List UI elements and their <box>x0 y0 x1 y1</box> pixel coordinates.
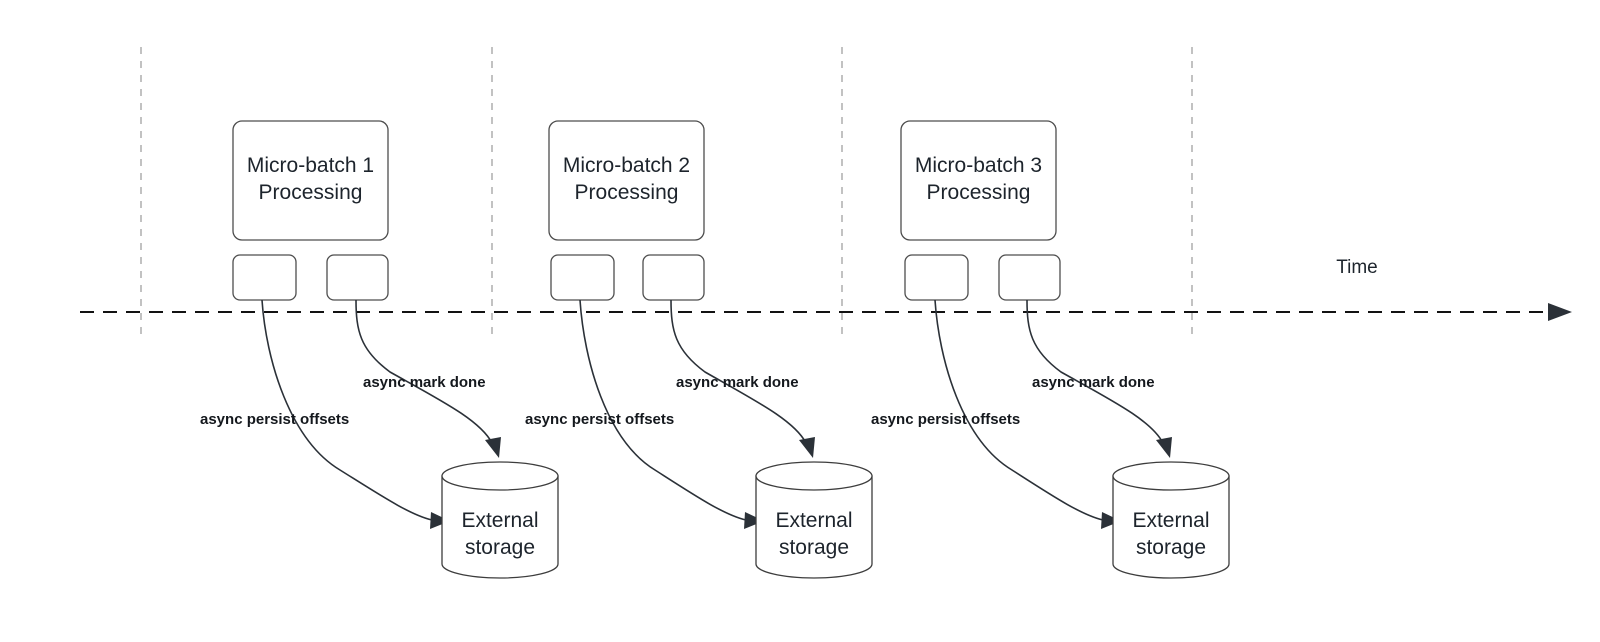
micro-batch-2-external-storage[interactable]: External storage <box>755 461 873 579</box>
micro-batch-3-persist-arrowhead <box>1101 512 1121 529</box>
time-axis-arrowhead <box>1548 303 1572 321</box>
micro-batch-2-task-a[interactable] <box>550 254 615 301</box>
micro-batch-3-label-line1: Micro-batch 3 <box>915 154 1042 177</box>
micro-batch-3-box[interactable] <box>900 120 1057 241</box>
external-storage-3-label-line2: storage <box>1136 536 1206 559</box>
external-storage-1-top <box>441 461 559 491</box>
micro-batch-3-external-storage[interactable]: External storage <box>1112 461 1230 579</box>
external-storage-3-label-line1: External <box>1132 509 1209 532</box>
micro-batch-2-persist-curve <box>579 299 747 521</box>
micro-batch-2-group: Micro-batch 2 Processing async persist o… <box>525 120 873 579</box>
external-storage-1-body <box>441 475 559 579</box>
micro-batch-1-task-b[interactable] <box>326 254 389 301</box>
micro-batch-1-external-storage[interactable]: External storage <box>441 461 559 579</box>
micro-batch-3-markdone-curve <box>1026 299 1164 444</box>
tick-lines-group <box>140 47 1193 337</box>
micro-batch-3-label-line2: Processing <box>927 181 1031 204</box>
time-axis-label: Time <box>1336 257 1378 278</box>
micro-batch-1-persist-label: async persist offsets <box>200 411 349 428</box>
micro-batch-1-markdone-label: async mark done <box>363 374 486 391</box>
external-storage-3-top <box>1112 461 1230 491</box>
external-storage-1-label-line1: External <box>461 509 538 532</box>
external-storage-3-body <box>1112 475 1230 579</box>
micro-batch-1-group: Micro-batch 1 Processing async persist o… <box>200 120 559 579</box>
micro-batch-3-markdone-label: async mark done <box>1032 374 1155 391</box>
micro-batch-2-label-line2: Processing <box>575 181 679 204</box>
time-axis-group: Time <box>80 257 1572 321</box>
micro-batch-3-markdone-arrowhead <box>1156 437 1172 458</box>
micro-batch-3-persist-curve <box>934 299 1104 521</box>
micro-batch-1-task-a[interactable] <box>232 254 297 301</box>
micro-batch-1-label-line2: Processing <box>259 181 363 204</box>
external-storage-2-label-line1: External <box>775 509 852 532</box>
micro-batch-1-markdone-curve <box>355 299 493 444</box>
external-storage-1-label-line2: storage <box>465 536 535 559</box>
micro-batch-1-box[interactable] <box>232 120 389 241</box>
micro-batch-2-label-line1: Micro-batch 2 <box>563 154 690 177</box>
micro-batch-2-persist-arrowhead <box>744 512 764 529</box>
micro-batch-1-persist-curve <box>261 299 433 521</box>
micro-batch-3-task-b[interactable] <box>998 254 1061 301</box>
micro-batch-1-label-line1: Micro-batch 1 <box>247 154 374 177</box>
micro-batch-1-markdone-arrowhead <box>485 437 501 458</box>
external-storage-2-body <box>755 475 873 579</box>
external-storage-2-label-line2: storage <box>779 536 849 559</box>
micro-batch-1-persist-arrowhead <box>430 512 450 529</box>
micro-batch-2-markdone-curve <box>670 299 807 444</box>
micro-batch-2-box[interactable] <box>548 120 705 241</box>
micro-batch-3-group: Micro-batch 3 Processing async persist o… <box>871 120 1230 579</box>
micro-batch-3-persist-label: async persist offsets <box>871 411 1020 428</box>
micro-batch-2-markdone-label: async mark done <box>676 374 799 391</box>
micro-batch-2-markdone-arrowhead <box>799 437 815 458</box>
external-storage-2-top <box>755 461 873 491</box>
micro-batch-3-task-a[interactable] <box>904 254 969 301</box>
micro-batch-2-persist-label: async persist offsets <box>525 411 674 428</box>
micro-batch-2-task-b[interactable] <box>642 254 705 301</box>
